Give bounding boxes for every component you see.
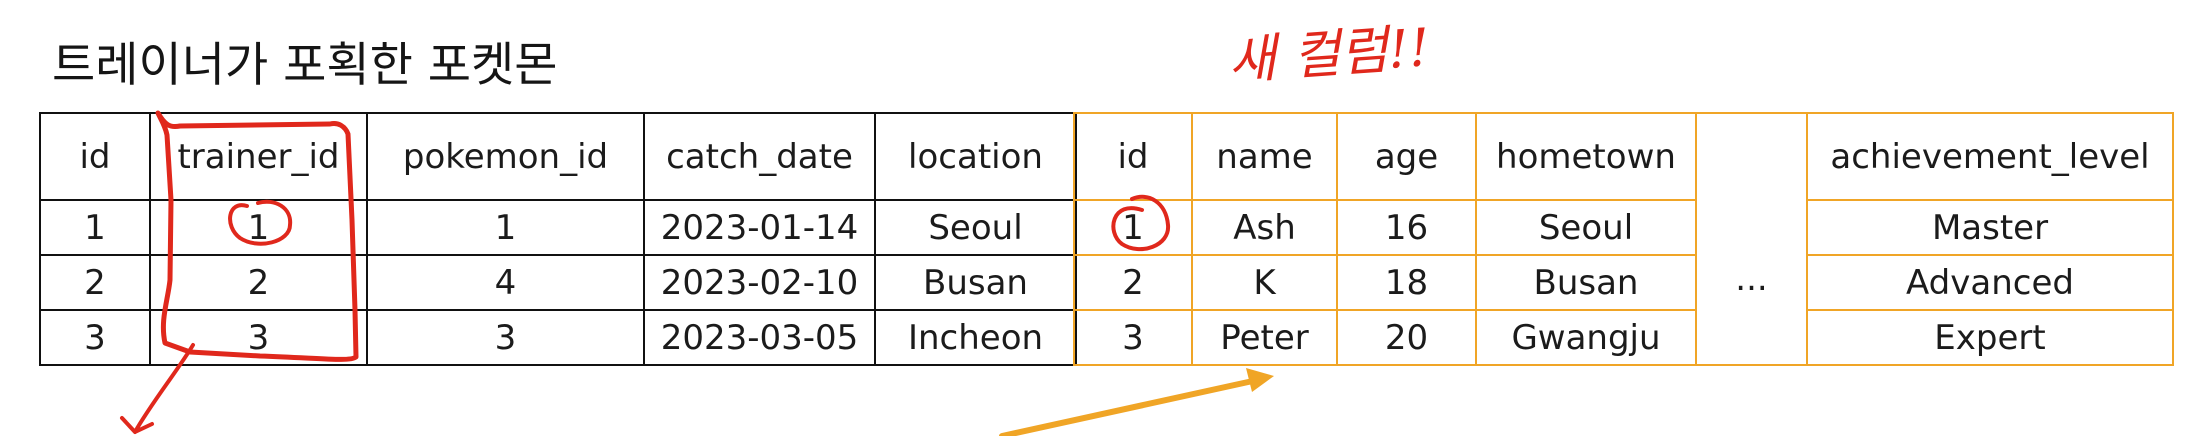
table-cell: Gwangju	[1475, 309, 1697, 366]
table-cell: 3	[1073, 309, 1193, 366]
table-cell: 1	[366, 199, 645, 256]
table-cell: 2023-03-05	[643, 309, 876, 366]
table-cell: 18	[1336, 254, 1477, 311]
capture-header-location: location	[874, 112, 1077, 201]
circle-trainer-id-1	[228, 199, 293, 246]
table-cell: 4	[366, 254, 645, 311]
table-cell: 20	[1336, 309, 1477, 366]
ellipsis-column: ...	[1695, 112, 1808, 366]
table-cell: K	[1191, 254, 1338, 311]
table-cell: 1	[39, 199, 151, 256]
table-row: 1 1 1 2023-01-14 Seoul	[39, 199, 1077, 256]
table-cell: Busan	[1475, 254, 1697, 311]
table-cell: Seoul	[874, 199, 1077, 256]
trainer-id-highlight-box	[155, 110, 359, 362]
table-cell: Seoul	[1475, 199, 1697, 256]
table-cell: 2023-01-14	[643, 199, 876, 256]
capture-header-id: id	[39, 112, 151, 201]
table-row: 2 K 18 Busan Advanced	[1073, 254, 2174, 311]
red-arrow	[120, 343, 195, 434]
orange-arrow-line	[999, 376, 1265, 436]
capture-header-pokemon-id: pokemon_id	[366, 112, 645, 201]
table-cell: Peter	[1191, 309, 1338, 366]
trainer-header-hometown: hometown	[1475, 112, 1697, 201]
table-cell: Incheon	[874, 309, 1077, 366]
trainer-header-row: id name age hometown ... achievement_lev…	[1073, 112, 2174, 366]
table-cell: 3	[39, 309, 151, 366]
table-cell: 2	[39, 254, 151, 311]
table-cell: 16	[1336, 199, 1477, 256]
trainer-table: id name age hometown ... achievement_lev…	[1073, 112, 2174, 366]
table-cell: Ash	[1191, 199, 1338, 256]
table-cell: Expert	[1806, 309, 2174, 366]
trainer-header-age: age	[1336, 112, 1477, 201]
table-cell: 2	[149, 254, 368, 311]
table-row: 3 3 3 2023-03-05 Incheon	[39, 309, 1077, 366]
diagram-title: 트레이너가 포획한 포켓몬	[52, 38, 558, 93]
capture-header-catch-date: catch_date	[643, 112, 876, 201]
circle-trainer-table-id-1	[1111, 194, 1171, 252]
table-row: 1 Ash 16 Seoul Master	[1073, 199, 2174, 256]
table-row: 2 2 4 2023-02-10 Busan	[39, 254, 1077, 311]
orange-arrow-head	[1246, 368, 1274, 392]
trainer-header-name: name	[1191, 112, 1338, 201]
table-cell: 2023-02-10	[643, 254, 876, 311]
table-cell: Advanced	[1806, 254, 2174, 311]
trainer-header-achievement-level: achievement_level	[1806, 112, 2174, 201]
capture-table: id trainer_id pokemon_id catch_date loca…	[39, 112, 1077, 366]
table-row: 3 Peter 20 Gwangju Expert	[1073, 309, 2174, 366]
table-cell: Busan	[874, 254, 1077, 311]
table-cell: 2	[1073, 254, 1193, 311]
capture-header-row: id trainer_id pokemon_id catch_date loca…	[39, 112, 1077, 201]
table-cell: 3	[366, 309, 645, 366]
table-cell: Master	[1806, 199, 2174, 256]
